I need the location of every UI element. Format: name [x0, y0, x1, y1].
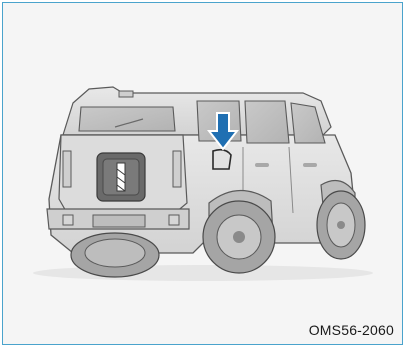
figure-frame: OMS56-2060 [2, 2, 403, 345]
down-arrow-icon [207, 111, 239, 151]
figure-code: OMS56-2060 [309, 322, 394, 338]
vehicle-illustration [3, 3, 404, 346]
